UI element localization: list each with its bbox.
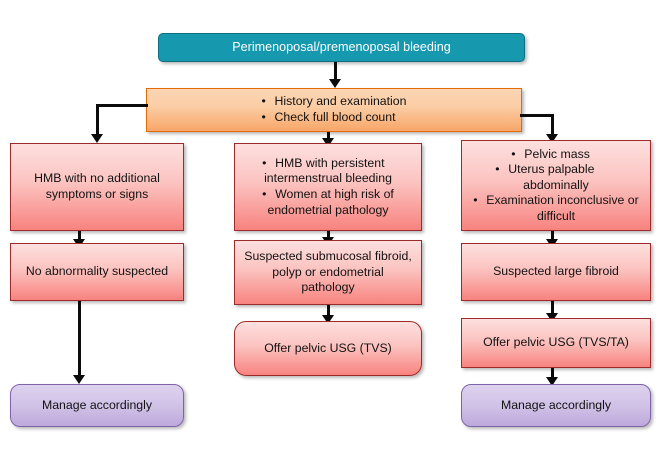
- connector-assessment-to-middle: [327, 132, 330, 141]
- middle-result-line-3: pathology: [301, 280, 355, 295]
- node-middle-result: Suspected submucosal fibroid, polyp or e…: [234, 240, 422, 305]
- node-right-action: Offer pelvic USG (TVS/TA): [461, 318, 651, 368]
- arrowhead-right-action-to-outcome: [546, 377, 558, 386]
- node-middle-branch: •HMB with persistent intermenstrual blee…: [234, 143, 422, 231]
- connector-assessment-to-right-h: [520, 114, 554, 117]
- node-middle-action: Offer pelvic USG (TVS): [234, 321, 422, 376]
- left-result-label: No abnormality suspected: [25, 264, 169, 279]
- right-branch-bullet-3: •Examination inconclusive or: [473, 193, 639, 208]
- connector-left-result-to-outcome: [78, 301, 81, 379]
- middle-branch-bullet-2: •Women at high risk of: [262, 187, 394, 201]
- node-assessment: •History and examination •Check full blo…: [146, 88, 522, 132]
- node-start: Perimenoposal/premenoposal bleeding: [158, 33, 525, 62]
- arrowhead-middle-result-to-action: [322, 315, 334, 324]
- assessment-bullet-list: •History and examination •Check full blo…: [262, 94, 407, 125]
- middle-branch-bullet-list: •HMB with persistent intermenstrual blee…: [262, 156, 394, 218]
- middle-action-label: Offer pelvic USG (TVS): [264, 340, 392, 355]
- middle-branch-bullet-1-cont: intermenstrual bleeding: [264, 171, 392, 186]
- node-left-result: No abnormality suspected: [10, 243, 184, 301]
- node-right-result: Suspected large fibroid: [461, 243, 651, 301]
- left-outcome-label: Manage accordingly: [41, 397, 153, 412]
- arrowhead-left-result-to-outcome: [73, 375, 85, 384]
- node-left-outcome: Manage accordingly: [10, 384, 184, 427]
- node-start-label: Perimenoposal/premenoposal bleeding: [232, 39, 451, 54]
- right-action-label: Offer pelvic USG (TVS/TA): [483, 335, 629, 350]
- node-right-branch: •Pelvic mass •Uterus palpable abdominall…: [461, 140, 651, 231]
- connector-right-result-to-action: [551, 301, 554, 316]
- middle-branch-bullet-1: •HMB with persistent: [262, 155, 385, 170]
- connector-middle-branch-to-result: [327, 231, 330, 241]
- middle-result-line-2: polyp or endometrial: [272, 264, 384, 279]
- right-branch-bullet-2: •Uterus palpable: [495, 162, 595, 177]
- assessment-bullet-1: •History and examination: [261, 94, 407, 109]
- connector-assessment-to-right-v: [551, 114, 554, 137]
- right-branch-bullet-3-cont: difficult: [536, 208, 576, 223]
- bullet-glyph: •: [473, 193, 478, 208]
- right-branch-bullet-1: •Pelvic mass: [511, 146, 590, 161]
- connector-right-branch-to-result: [551, 231, 554, 243]
- bullet-glyph: •: [511, 146, 516, 161]
- node-left-branch: HMB with no additional symptoms or signs: [10, 143, 184, 231]
- connector-assessment-to-left-h: [96, 104, 148, 107]
- bullet-glyph: •: [262, 155, 267, 170]
- right-branch-bullet-list: •Pelvic mass •Uterus palpable abdominall…: [473, 147, 638, 225]
- bullet-glyph: •: [261, 110, 266, 124]
- right-outcome-label: Manage accordingly: [500, 397, 612, 412]
- connector-left-branch-to-result: [78, 231, 81, 243]
- left-branch-line-2: symptoms or signs: [45, 187, 149, 201]
- connector-start-to-assessment: [334, 62, 337, 81]
- middle-result-line-1: Suspected submucosal fibroid,: [244, 249, 412, 264]
- connector-middle-result-to-action: [327, 305, 330, 320]
- middle-branch-bullet-2-cont: endometrial pathology: [267, 202, 389, 217]
- arrowhead-start-to-assessment: [329, 79, 341, 88]
- bullet-glyph: •: [261, 94, 266, 109]
- left-branch-line-1: HMB with no additional: [34, 171, 160, 186]
- right-branch-bullet-2-cont: abdominally: [523, 177, 589, 192]
- arrowhead-assessment-to-middle: [322, 138, 334, 147]
- arrowhead-right-result-to-action: [546, 313, 558, 322]
- bullet-glyph: •: [262, 187, 267, 201]
- connector-right-action-to-outcome: [551, 368, 554, 382]
- right-result-label: Suspected large fibroid: [493, 264, 619, 279]
- bullet-glyph: •: [495, 162, 500, 177]
- connector-assessment-to-left-v: [96, 104, 99, 137]
- assessment-bullet-2: •Check full blood count: [261, 110, 396, 124]
- arrowhead-assessment-to-left: [91, 134, 103, 143]
- arrowhead-assessment-to-right: [546, 134, 558, 143]
- node-right-outcome: Manage accordingly: [461, 384, 651, 427]
